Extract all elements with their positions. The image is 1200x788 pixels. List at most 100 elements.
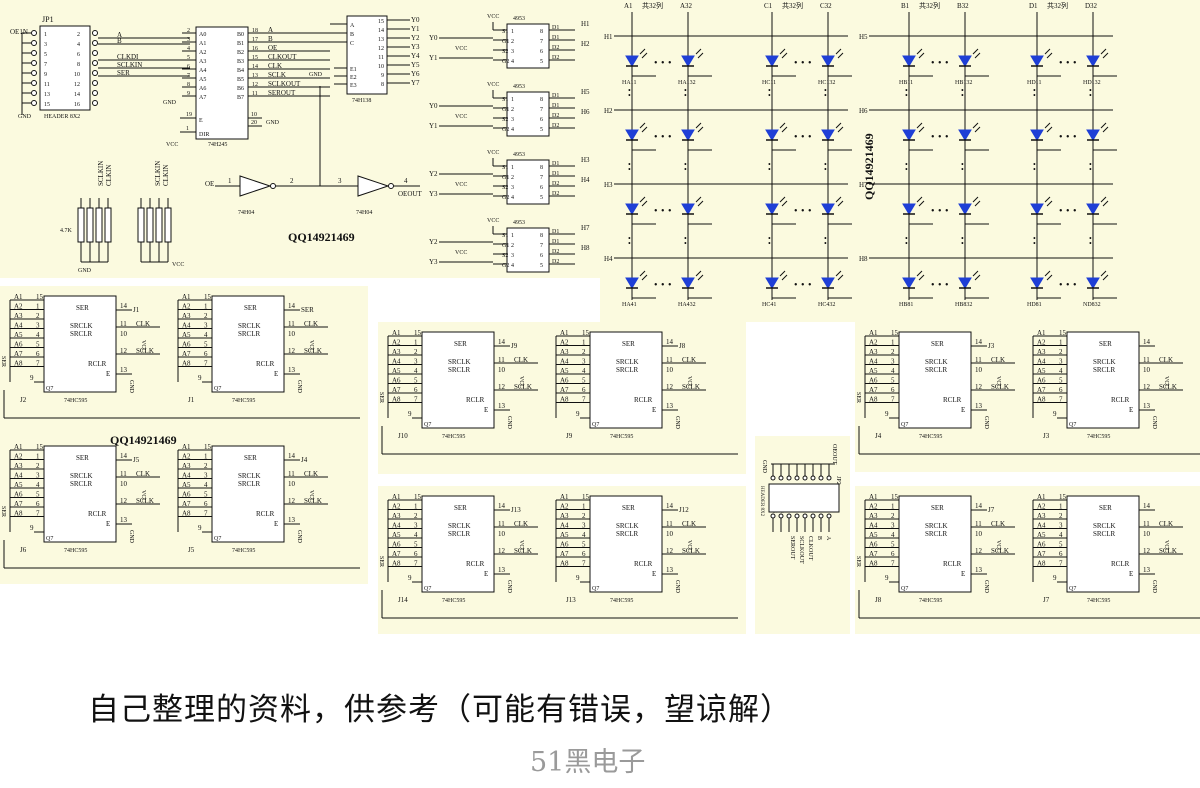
buffer-out-net: OE bbox=[268, 44, 277, 52]
led-ray bbox=[641, 52, 648, 59]
chip-pin-name: A6 bbox=[560, 541, 569, 549]
header-pin bbox=[778, 475, 784, 481]
chip-ref-label: J6 bbox=[20, 546, 27, 554]
driver-pin-name: S1 bbox=[502, 29, 508, 35]
gnd-label: GND bbox=[1151, 580, 1157, 594]
chip-pin-name: SRCLK bbox=[238, 322, 261, 330]
header-pin bbox=[31, 40, 37, 46]
chip-pin-name: A2 bbox=[392, 339, 401, 347]
led-ray bbox=[835, 196, 842, 203]
header-pin-number: 1 bbox=[44, 32, 47, 38]
buffer-pin-name: A3 bbox=[199, 59, 206, 65]
led-ray bbox=[779, 48, 786, 55]
led-ray bbox=[1044, 48, 1051, 55]
led-diode bbox=[1030, 55, 1044, 67]
chip-net-label: SCLK bbox=[136, 497, 154, 505]
driver-gate-label: Y3 bbox=[429, 190, 438, 198]
decoder-out-label: Y6 bbox=[411, 70, 420, 78]
chip-pin-number: 15 bbox=[204, 443, 212, 451]
ellipsis-dot: • bbox=[1059, 206, 1063, 217]
led-ray bbox=[974, 126, 981, 133]
net-label: A bbox=[117, 31, 122, 39]
chip-pin-number: 4 bbox=[891, 367, 895, 375]
buffer-pin-number: 4 bbox=[187, 46, 190, 52]
gnd-label: GND bbox=[78, 268, 92, 274]
led-diode bbox=[1030, 203, 1044, 215]
chip-pin-number: 4 bbox=[414, 531, 418, 539]
decoder-out-label: Y5 bbox=[411, 61, 420, 69]
led-diode bbox=[902, 55, 916, 67]
chip-pin-number: 4 bbox=[582, 531, 586, 539]
chip-pin-number: 2 bbox=[204, 312, 208, 320]
led-ray bbox=[974, 274, 981, 281]
decoder-pin-number: 10 bbox=[378, 64, 384, 70]
chip-pin-number: 11 bbox=[666, 520, 673, 528]
chip-pin-number: 9 bbox=[408, 574, 412, 582]
ellipsis-dot: • bbox=[961, 165, 964, 174]
driver-pin-name: G2 bbox=[502, 195, 509, 201]
led-ray bbox=[779, 270, 786, 277]
inverter-gate bbox=[239, 175, 272, 197]
chip-pin-number: 2 bbox=[204, 462, 208, 470]
ellipsis-dot: • bbox=[1033, 91, 1036, 100]
led-ref-label: HC11 bbox=[762, 80, 776, 86]
matrix-row-label: H8 bbox=[859, 255, 868, 263]
driver-pin-name: D2 bbox=[552, 123, 559, 129]
chip-link-label: SER bbox=[301, 306, 314, 314]
chip-pin-number: 6 bbox=[204, 500, 208, 508]
header-pin-number: 8 bbox=[77, 62, 80, 68]
header-pin bbox=[794, 513, 800, 519]
ellipsis-dot: • bbox=[1089, 165, 1092, 174]
ellipsis-dot: • bbox=[808, 280, 812, 291]
driver-pin-number: 2 bbox=[511, 243, 514, 249]
led-ray bbox=[835, 270, 842, 277]
hc595-chip-body bbox=[898, 495, 972, 593]
chip-pin-number: 14 bbox=[288, 452, 296, 460]
chip-pin-name: SRCLK bbox=[616, 522, 639, 530]
chip-pin-name: E bbox=[652, 406, 656, 414]
chip-pin-name: RCLR bbox=[634, 560, 653, 568]
buffer-pin-name: B1 bbox=[237, 41, 244, 47]
inverter-name-label: 74H04 bbox=[356, 210, 372, 216]
chip-pin-name: A6 bbox=[14, 491, 23, 499]
header-pin-number: 6 bbox=[77, 52, 80, 58]
chip-name-label: 74HC595 bbox=[919, 434, 942, 440]
driver-pin-number: 1 bbox=[511, 29, 514, 35]
buffer-pin-number: 12 bbox=[252, 82, 258, 88]
chip-pin-number: 4 bbox=[1059, 531, 1063, 539]
ellipsis-dot: • bbox=[931, 206, 935, 217]
chip-pin-number: 1 bbox=[1059, 503, 1063, 511]
chip-pin-number: 12 bbox=[1143, 383, 1151, 391]
chip-pin-number: 14 bbox=[666, 502, 674, 510]
led-ray bbox=[639, 48, 646, 55]
chip-pin-number: 1 bbox=[204, 453, 208, 461]
driver-pin-name: S1 bbox=[502, 233, 508, 239]
header-pin bbox=[786, 475, 792, 481]
driver-pin-name: D1 bbox=[552, 103, 559, 109]
chip-pin-name: A4 bbox=[182, 322, 191, 330]
vcc-label: VCC bbox=[686, 376, 692, 388]
chip-pin-name: SER bbox=[454, 340, 467, 348]
vcc-label: VCC bbox=[140, 340, 146, 352]
gnd-label: GND bbox=[296, 530, 302, 544]
ellipsis-dot: • bbox=[905, 234, 908, 243]
chip-pin-number: 15 bbox=[1059, 493, 1067, 501]
chip-pin-number: 1 bbox=[1059, 339, 1063, 347]
ellipsis-dot: • bbox=[938, 206, 942, 217]
decoder-pin-name: E3 bbox=[350, 83, 357, 89]
led-ray bbox=[639, 122, 646, 129]
matrix-col-header: 共32列 bbox=[919, 1, 940, 10]
led-diode bbox=[1030, 277, 1044, 289]
chip-pin-number: 12 bbox=[288, 497, 296, 505]
driver-pin-name: S1 bbox=[502, 165, 508, 171]
chip-pin-number: 2 bbox=[891, 512, 895, 520]
driver-pin-number: 6 bbox=[540, 253, 543, 259]
header-net-label: SCLKOUT bbox=[798, 536, 804, 564]
chip-pin-name: A8 bbox=[182, 510, 191, 518]
inverter-name-label: 74H04 bbox=[238, 210, 254, 216]
buffer-pin-name: B0 bbox=[237, 32, 244, 38]
chip-pin-number: 15 bbox=[36, 293, 44, 301]
chip-link-label: J12 bbox=[679, 506, 689, 514]
ellipsis-dot: • bbox=[684, 86, 687, 95]
